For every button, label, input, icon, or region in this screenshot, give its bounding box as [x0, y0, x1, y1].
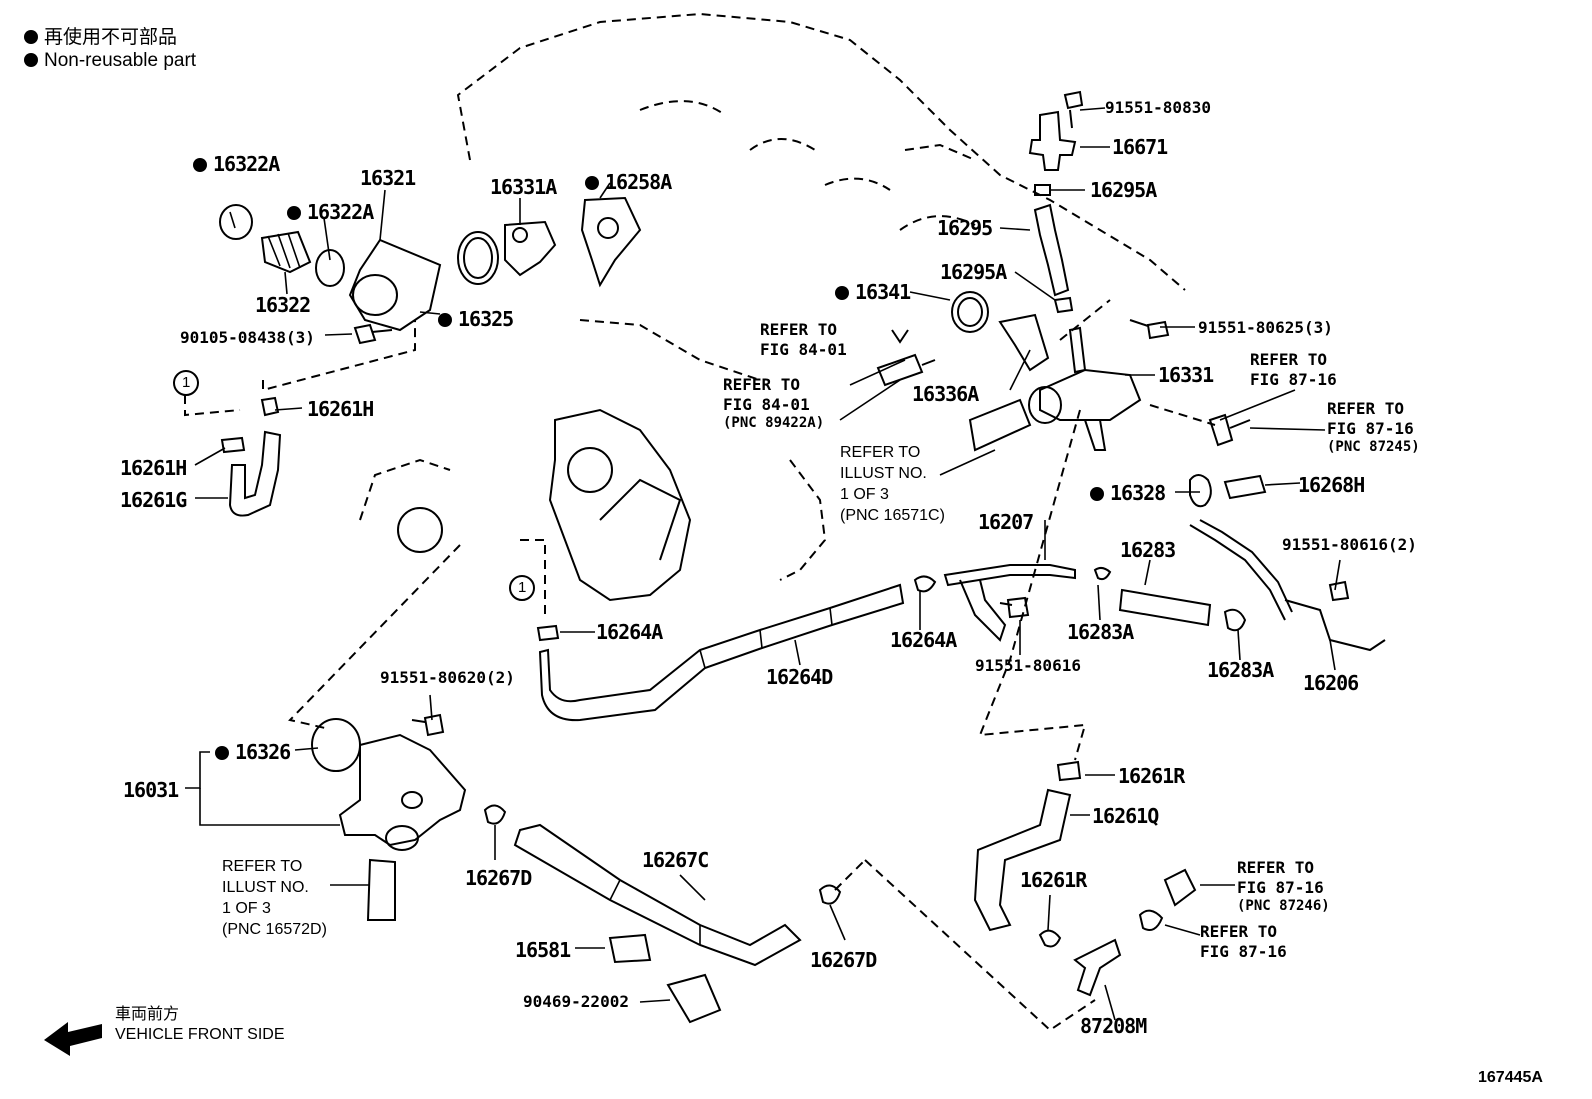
refer-fig-84-01-upper[interactable]: REFER TO FIG 84-01 [760, 320, 847, 359]
part-16341[interactable]: 16341 [835, 282, 911, 302]
callout-1-bottom: 1 [518, 579, 527, 596]
part-16671[interactable]: 16671 [1112, 135, 1168, 159]
refer-fig-87-16-d[interactable]: REFER TO FIG 87-16 [1200, 922, 1287, 961]
part-16331A[interactable]: 16331A [490, 175, 557, 199]
part-91551-80625[interactable]: 91551-80625(3) [1198, 318, 1333, 337]
part-16267D-right[interactable]: 16267D [810, 948, 877, 972]
legend-non-reusable-jp: 再使用不可部品 [24, 28, 177, 47]
part-16295A-upper[interactable]: 16295A [1090, 178, 1157, 202]
part-91551-80620[interactable]: 91551-80620(2) [380, 668, 515, 687]
part-16261H-lower[interactable]: 16261H [120, 456, 187, 480]
part-16258A[interactable]: 16258A [585, 172, 672, 192]
part-16325[interactable]: 16325 [438, 309, 514, 329]
part-16268H[interactable]: 16268H [1298, 473, 1365, 497]
part-16267D-left[interactable]: 16267D [465, 866, 532, 890]
part-91551-80616-2[interactable]: 91551-80616(2) [1282, 535, 1417, 554]
non-reusable-dot-icon [585, 176, 599, 190]
part-16261R-upper[interactable]: 16261R [1118, 764, 1185, 788]
part-16336A[interactable]: 16336A [912, 382, 979, 406]
part-16264D[interactable]: 16264D [766, 665, 833, 689]
part-16283A-right[interactable]: 16283A [1207, 658, 1274, 682]
figure-id: 167445A [1478, 1069, 1543, 1086]
part-16322A-ring-1[interactable]: 16322A [193, 154, 280, 174]
leader-lines [184, 107, 1341, 1032]
part-16207[interactable]: 16207 [978, 510, 1034, 534]
non-reusable-dot-icon [835, 286, 849, 300]
part-87208M[interactable]: 87208M [1080, 1014, 1147, 1038]
part-16326[interactable]: 16326 [215, 742, 291, 762]
non-reusable-dot-icon [193, 158, 207, 172]
part-16331[interactable]: 16331 [1158, 363, 1214, 387]
part-16261H-upper[interactable]: 16261H [307, 397, 374, 421]
refer-illust-16572D[interactable]: REFER TO ILLUST NO. 1 OF 3 (PNC 16572D) [222, 858, 327, 939]
part-16261R-lower[interactable]: 16261R [1020, 868, 1087, 892]
part-16322[interactable]: 16322 [255, 293, 311, 317]
non-reusable-dot-icon [287, 206, 301, 220]
bullet-icon [24, 53, 38, 67]
refer-fig-84-01-lower[interactable]: REFER TO FIG 84-01 (PNC 89422A) [723, 375, 825, 431]
parts-shapes [44, 90, 1386, 1056]
part-90105-08438[interactable]: 90105-08438(3) [180, 328, 315, 347]
front-arrow-icon [44, 1022, 102, 1056]
refer-fig-87-16-b[interactable]: REFER TO FIG 87-16 (PNC 87245) [1327, 399, 1420, 455]
part-16283[interactable]: 16283 [1120, 538, 1176, 562]
part-16328[interactable]: 16328 [1090, 483, 1166, 503]
part-16322A-ring-2[interactable]: 16322A [287, 202, 374, 222]
part-16261Q[interactable]: 16261Q [1092, 804, 1159, 828]
engine-block [397, 408, 692, 602]
callout-1-top: 1 [182, 374, 191, 391]
legend-non-reusable-en: Non-reusable part [24, 51, 196, 70]
bullet-icon [24, 30, 38, 44]
part-16206[interactable]: 16206 [1303, 671, 1359, 695]
part-16267C[interactable]: 16267C [642, 848, 709, 872]
part-16321[interactable]: 16321 [360, 166, 416, 190]
vehicle-front-jp: 車両前方 [115, 1006, 180, 1023]
part-91551-80830[interactable]: 91551-80830 [1105, 98, 1211, 117]
refer-illust-16571C[interactable]: REFER TO ILLUST NO. 1 OF 3 (PNC 16571C) [840, 444, 945, 525]
part-16264A-right[interactable]: 16264A [890, 628, 957, 652]
engine-outline [359, 12, 1186, 581]
non-reusable-dot-icon [1090, 487, 1104, 501]
part-16295[interactable]: 16295 [937, 216, 993, 240]
callout-circles [173, 370, 535, 601]
refer-fig-87-16-a[interactable]: REFER TO FIG 87-16 [1250, 350, 1337, 389]
part-16261G[interactable]: 16261G [120, 488, 187, 512]
part-16264A-left[interactable]: 16264A [596, 620, 663, 644]
vehicle-front-en: VEHICLE FRONT SIDE [115, 1026, 285, 1043]
part-91551-80616[interactable]: 91551-80616 [975, 656, 1081, 675]
part-16295A-lower[interactable]: 16295A [940, 260, 1007, 284]
part-16581[interactable]: 16581 [515, 938, 571, 962]
part-16283A-left[interactable]: 16283A [1067, 620, 1134, 644]
part-90469-22002[interactable]: 90469-22002 [523, 992, 629, 1011]
non-reusable-dot-icon [215, 746, 229, 760]
refer-fig-87-16-c[interactable]: REFER TO FIG 87-16 (PNC 87246) [1237, 858, 1330, 914]
non-reusable-dot-icon [438, 313, 452, 327]
part-16031[interactable]: 16031 [123, 778, 179, 802]
